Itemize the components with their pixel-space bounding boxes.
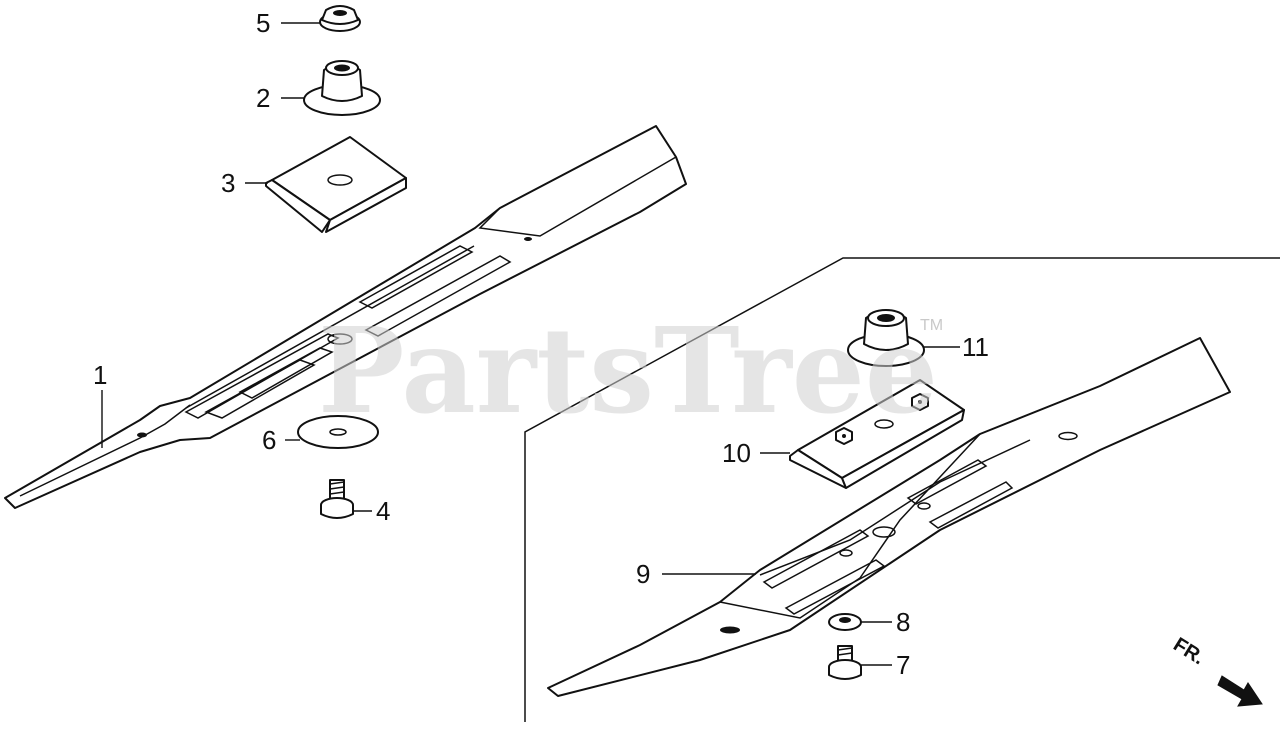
part-9-blade[interactable] — [547, 337, 1231, 697]
callout-2[interactable]: 2 — [256, 83, 270, 113]
callout-9[interactable]: 9 — [636, 559, 650, 589]
callout-1[interactable]: 1 — [93, 360, 107, 390]
part-7-bolt[interactable] — [828, 645, 862, 680]
part-3-blade-plate[interactable] — [265, 136, 407, 233]
callout-3[interactable]: 3 — [221, 168, 235, 198]
part-5-collar[interactable] — [319, 5, 361, 32]
callout-11[interactable]: 11 — [962, 332, 989, 362]
callout-10[interactable]: 10 — [722, 438, 751, 468]
part-10-blade-plate[interactable] — [789, 379, 965, 489]
watermark-text: PartsTree — [318, 301, 938, 440]
assembly-frame-line — [524, 257, 1280, 722]
part-4-bolt[interactable] — [320, 479, 354, 519]
part-8-washer[interactable] — [828, 613, 862, 631]
callout-4[interactable]: 4 — [376, 496, 390, 526]
part-2-blade-holder[interactable] — [303, 60, 381, 116]
front-direction-indicator: FR. — [1169, 634, 1208, 670]
part-6-washer[interactable] — [297, 415, 379, 449]
callout-5[interactable]: 5 — [256, 8, 270, 38]
callout-6[interactable]: 6 — [262, 425, 276, 455]
front-arrow-icon — [1217, 675, 1263, 707]
callout-7[interactable]: 7 — [896, 650, 910, 680]
part-11-blade-holder[interactable] — [847, 309, 925, 367]
part-1-blade[interactable] — [4, 125, 687, 509]
front-label: FR. — [1169, 634, 1208, 670]
callout-8[interactable]: 8 — [896, 607, 910, 637]
watermark-trademark: TM — [920, 317, 943, 334]
